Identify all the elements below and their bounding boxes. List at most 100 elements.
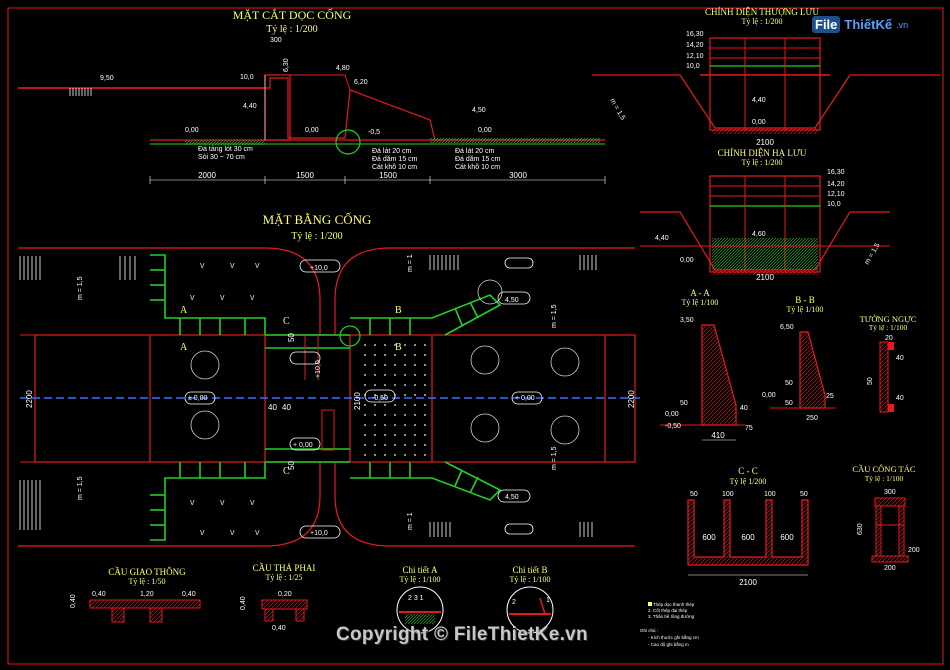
legend-note: - Cao độ ghi bằng m <box>648 641 689 647</box>
ls-dim-1: 2000 <box>198 171 216 180</box>
wall-dim: 40 <box>896 395 904 402</box>
section-cc: C - C Tỷ lệ 1/200 50 100 100 50 600 600 … <box>687 466 809 587</box>
svg-text:v: v <box>220 292 225 302</box>
wall-dim: 50 <box>867 377 874 385</box>
upstream-title: CHÍNH DIỆN THƯỢNG LƯU <box>705 7 820 17</box>
sheet-border <box>7 7 944 665</box>
aa-scale: Tỷ lệ 1/100 <box>682 298 719 307</box>
plan-level: +10,0 <box>310 530 328 537</box>
cc-dim: 50 <box>690 491 698 498</box>
us-level: 0,00 <box>752 119 766 126</box>
ls-note: Đá lát 20 cm <box>455 148 494 155</box>
bb-scale: Tỷ lệ 1/100 <box>787 305 824 314</box>
detail-a-title: Chi tiết A <box>402 565 438 575</box>
ls-dim-4: 3000 <box>509 171 527 180</box>
svg-text:v: v <box>230 527 235 537</box>
bw-dim: 630 <box>857 523 864 535</box>
ls-level: 0,00 <box>478 127 492 134</box>
ls-note: Đá tảng lót 30 cm <box>198 146 253 153</box>
legend-item: 2. Cốt thép đai thép <box>648 608 688 613</box>
ls-level: 9,50 <box>100 75 114 82</box>
wall-dim: 20 <box>885 335 893 342</box>
svg-text:1: 1 <box>546 597 550 604</box>
aa-dim: 40 <box>740 405 748 412</box>
plan-dim: 40 <box>268 403 277 412</box>
plan-dim: 50 <box>287 461 296 470</box>
plan-level: 4,50 <box>505 494 519 501</box>
ls-level: 0,00 <box>305 127 319 134</box>
bb-dim: 50 <box>785 380 793 387</box>
plan-slope: m = 1,5 <box>77 276 84 300</box>
cc-dim: 600 <box>780 533 794 542</box>
bw-dim: 300 <box>884 489 896 496</box>
cc-dim: 2100 <box>739 578 757 587</box>
bridge-work: CẦU CÔNG TÁC Tỷ lệ : 1/100 300 630 200 2… <box>852 464 919 572</box>
us-level: 14,20 <box>686 42 704 49</box>
ls-dim-2: 1500 <box>296 171 314 180</box>
svg-text:v: v <box>190 292 195 302</box>
cc-dim: 600 <box>741 533 755 542</box>
cc-dim: 100 <box>722 491 734 498</box>
bt-title: CẦU GIAO THÔNG <box>108 567 186 577</box>
svg-text:v: v <box>255 527 260 537</box>
bg-title: CẦU THẢ PHAI <box>253 563 316 573</box>
brand-logo[interactable]: File ThiếtKế .vn <box>812 16 908 33</box>
bb-level: 0,00 <box>762 392 776 399</box>
cc-title: C - C <box>738 466 758 476</box>
bridge-traffic: CẦU GIAO THÔNG Tỷ lệ : 1/50 0,40 1,20 0,… <box>70 567 201 623</box>
cc-scale: Tỷ lệ 1/200 <box>730 477 767 486</box>
svg-text:2: 2 <box>512 599 516 606</box>
us-level: 16,30 <box>686 31 704 38</box>
cc-dim: 50 <box>800 491 808 498</box>
plan-dim: 50 <box>287 333 296 342</box>
cc-dim: 100 <box>764 491 776 498</box>
plan-dim: 2100 <box>353 392 362 410</box>
svg-text:v: v <box>200 260 205 270</box>
bg-dim: 0,20 <box>278 591 292 598</box>
legend-note: - Kích thước ghi bằng cm <box>648 634 699 640</box>
plan-level: + 0,00 <box>293 442 313 449</box>
marker-a-top: A <box>180 305 188 316</box>
ls-note: Cát khô 10 cm <box>455 164 500 171</box>
bg-scale: Tỷ lệ : 1/25 <box>265 573 302 582</box>
ds-width: 2100 <box>756 273 774 282</box>
svg-text:v: v <box>230 260 235 270</box>
marker-b-mid: B <box>395 342 402 353</box>
wall-title: TƯỜNG NGỰC <box>860 314 917 324</box>
bw-scale: Tỷ lệ : 1/100 <box>865 474 904 483</box>
bb-dim: 250 <box>806 415 818 422</box>
marker-c-bot: C <box>283 466 290 477</box>
ls-level: -0,5 <box>368 129 380 136</box>
plan-title: MẶT BẰNG CỐNG <box>263 212 372 227</box>
ls-note: Cát khô 10 cm <box>372 164 417 171</box>
ls-level: 6,20 <box>354 79 368 86</box>
copyright-watermark: Copyright © FileThietKe.vn <box>336 624 588 645</box>
long-section-title: MẶT CẮT DỌC CỐNG <box>233 7 352 22</box>
ls-note: Đá lát 20 cm <box>372 148 411 155</box>
aa-dim: 410 <box>711 431 725 440</box>
ds-level: 4,40 <box>655 235 669 242</box>
plan-scale: Tỷ lệ : 1/200 <box>291 231 342 242</box>
wall-dim: 40 <box>896 355 904 362</box>
bt-dim: 1,20 <box>140 591 154 598</box>
detail-a-scale: Tỷ lệ : 1/100 <box>399 575 440 584</box>
cc-dim: 600 <box>702 533 716 542</box>
ds-level: 14,20 <box>827 181 845 188</box>
legend: 1. Thép dọc thanh thép 2. Cốt thép đai t… <box>640 602 699 647</box>
ls-level: 4,40 <box>243 103 257 110</box>
ds-level: 16,30 <box>827 169 845 176</box>
bt-dim: 0,40 <box>70 594 77 608</box>
aa-dim: 50 <box>680 400 688 407</box>
downstream-scale: Tỷ lệ : 1/200 <box>741 158 782 167</box>
marker-b-top: B <box>395 305 402 316</box>
plan-slope: m = 1,5 <box>77 476 84 500</box>
ls-level: 4,50 <box>472 107 486 114</box>
svg-text:v: v <box>250 497 255 507</box>
downstream-title: CHÍNH DIỆN HẠ LƯU <box>718 148 807 158</box>
marker-c-top: C <box>283 316 290 327</box>
svg-text:v: v <box>255 260 260 270</box>
ls-level: 0,00 <box>185 127 199 134</box>
